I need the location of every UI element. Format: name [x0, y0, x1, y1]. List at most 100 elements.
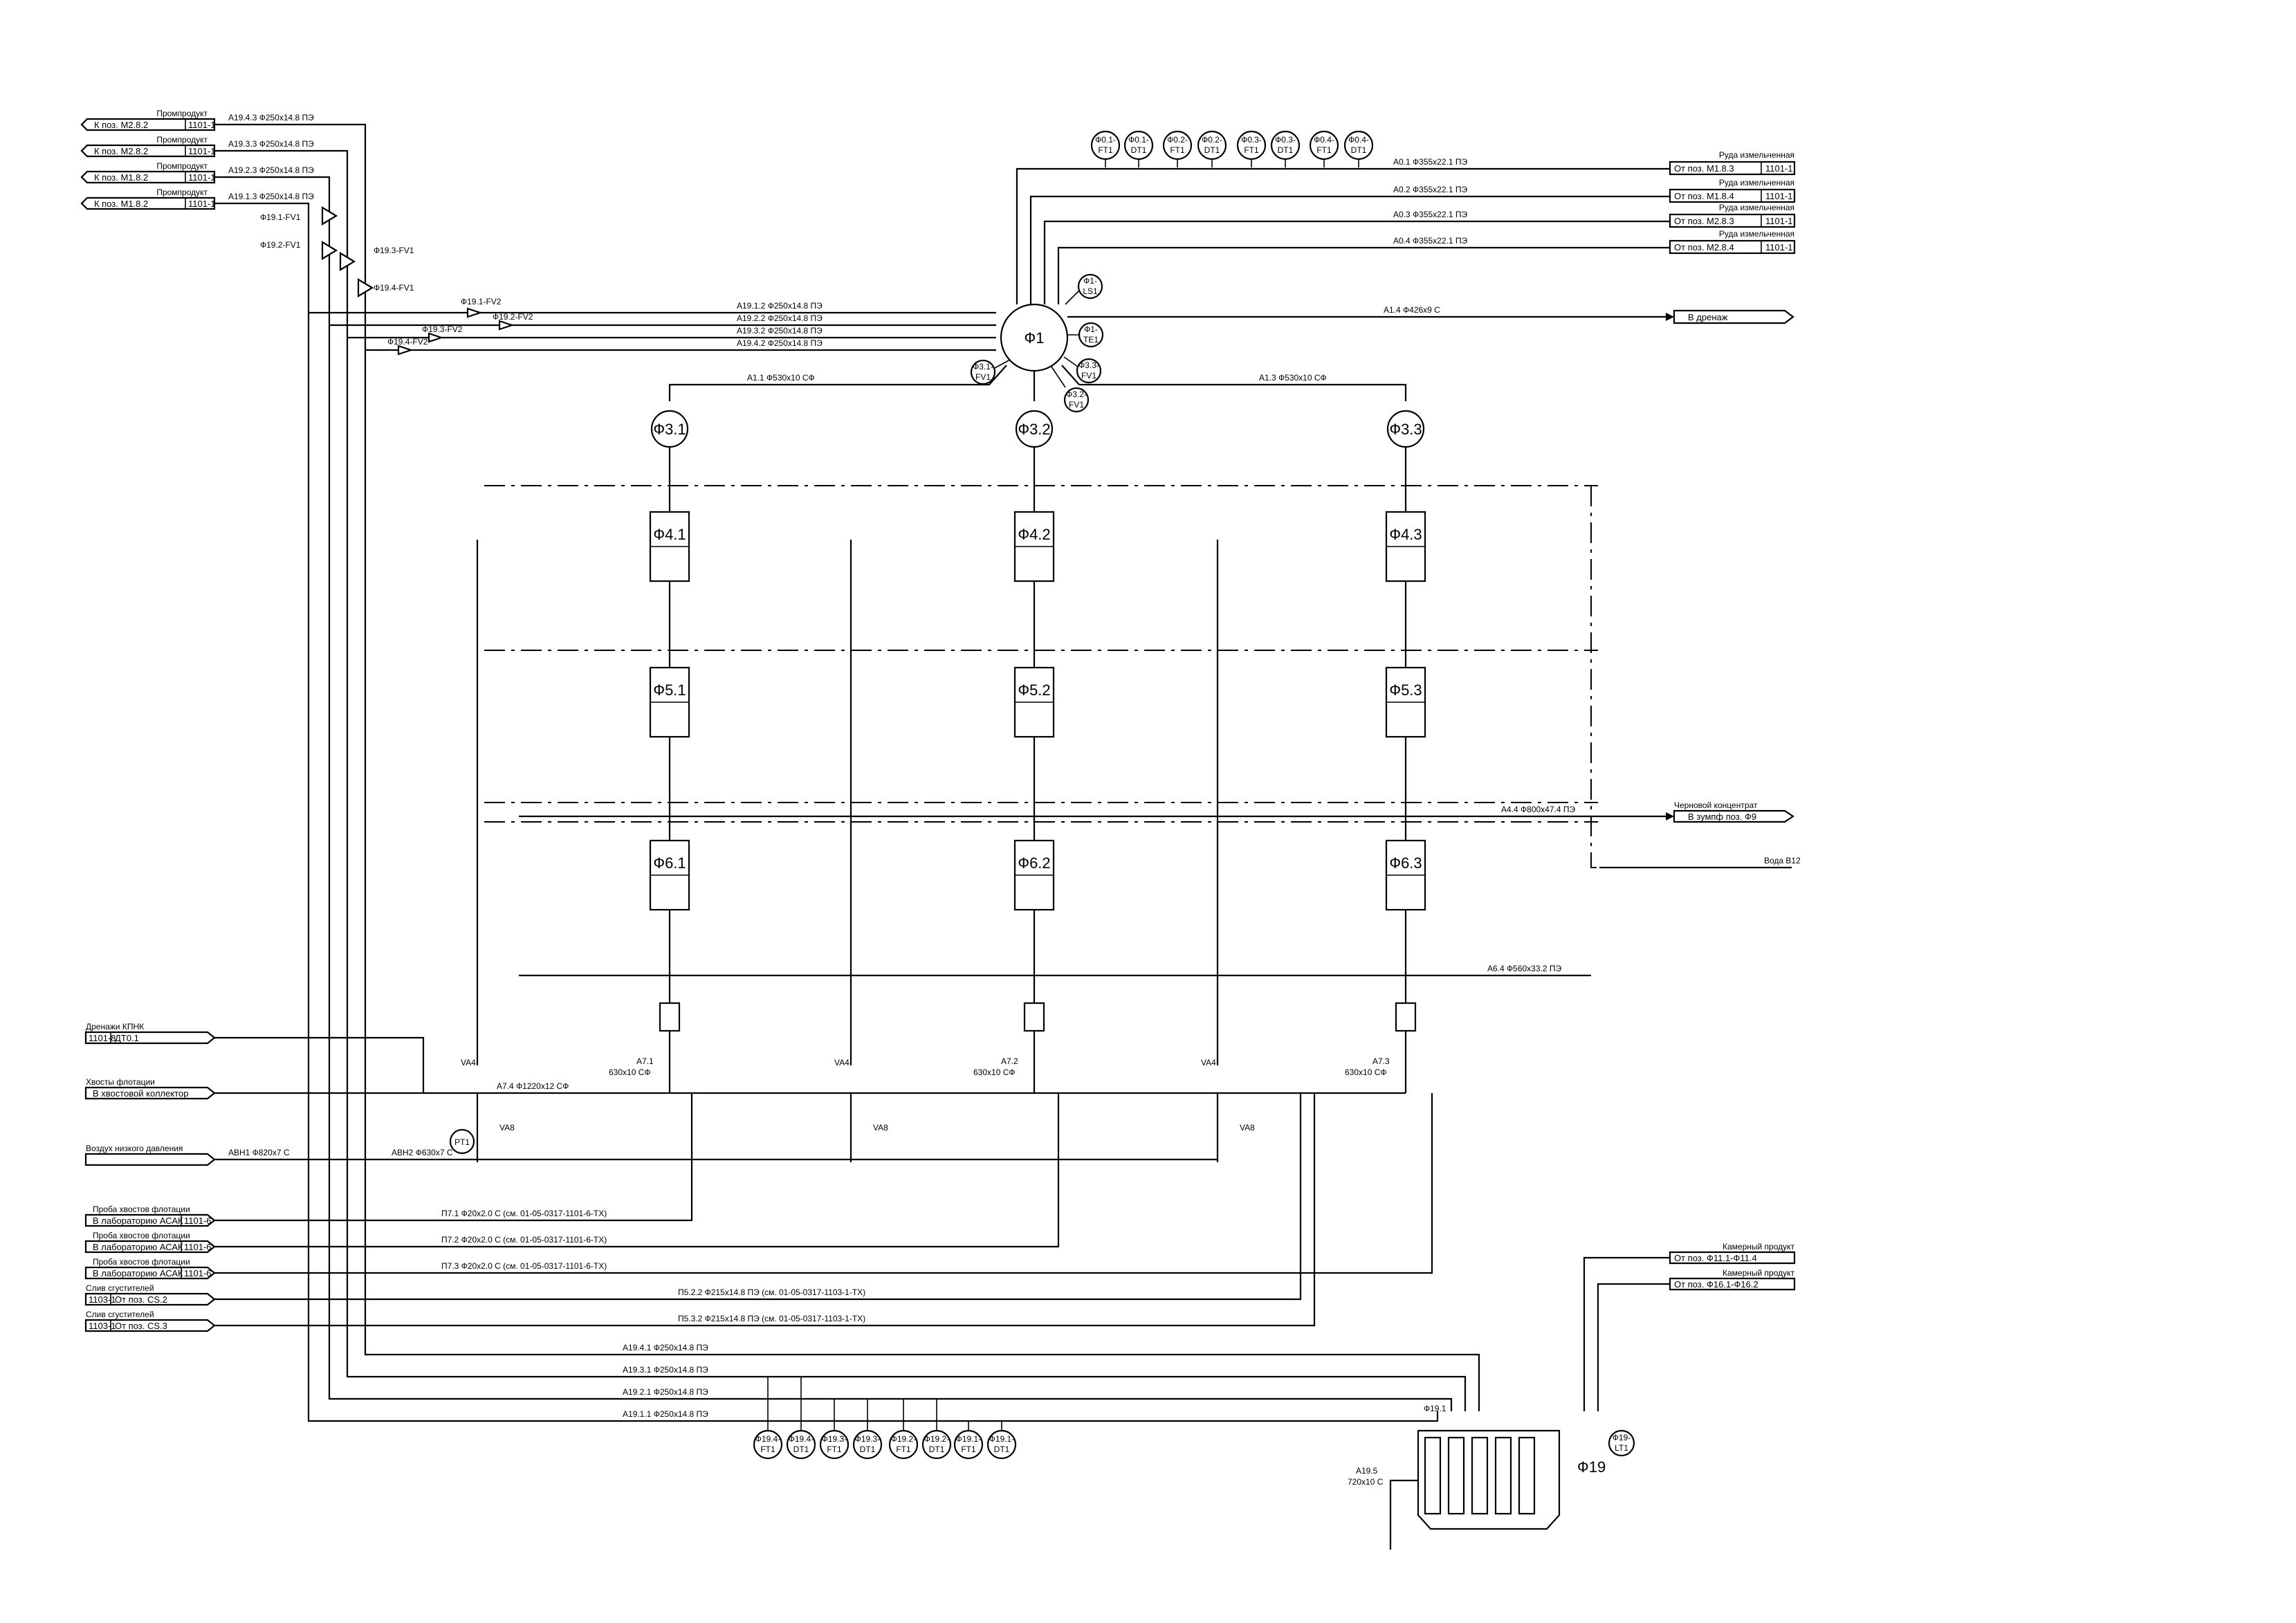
water-label: Вода В12 [1764, 856, 1801, 865]
pipe-label-a44: А4.4 Ф800х47.4 ПЭ [1501, 805, 1575, 814]
flow-arrow [1666, 812, 1674, 820]
sample-pipe [214, 1093, 1433, 1274]
valve-label: Ф19.1-FV2 [461, 297, 502, 306]
concentrate-connector [1673, 809, 1794, 823]
bottom-instrument: Ф19.1- DT1 [986, 1421, 1017, 1460]
connector-source: От поз. М1.8.4 [1674, 191, 1734, 201]
cell-column-3: Ф4.3 Ф5.3 Ф6.3 А7.3 630х10 СФ [1345, 491, 1426, 1093]
instrument-tag: Ф0.1- [1128, 135, 1149, 145]
sample-connector: Проба хвостов флотации В лабораторию АСА… [84, 1093, 693, 1227]
pipe-size-a72: 630х10 СФ [973, 1067, 1016, 1077]
instrument-tag: Ф0.3- [1241, 135, 1262, 145]
left-vertical-headers: А19.4.3 Ф250х14.8 ПЭ А19.3.3 Ф250х14.8 П… [214, 113, 1480, 1422]
valve-label: Ф19.4-FV1 [374, 283, 414, 293]
overflow-connector: Слив сгустителей 1103-1 От поз. CS.2 П5.… [84, 1093, 1302, 1306]
top-instrument: Ф0.4- FT1 [1309, 130, 1339, 167]
instrument-tag: Ф19.3- [822, 1434, 847, 1444]
instrument-bubble [986, 1429, 1017, 1460]
level-transmitter [1608, 1429, 1635, 1457]
left-fv-valves: Ф19.1-FV1 Ф19.2-FV1 Ф19.3-FV1 Ф19.4-FV1 [260, 206, 414, 297]
instrument-leader [994, 359, 1011, 369]
chamber-pipe [1597, 1283, 1670, 1411]
ore-connector: Руда измельченная От поз. М2.8.4 1101-1 [1669, 229, 1796, 255]
sump-box [659, 1002, 681, 1032]
pipe-label-a191-3: А19.1.3 Ф250х14.8 ПЭ [228, 192, 314, 201]
instrument-tag: Ф1- [1083, 276, 1097, 286]
bottom-instrument: Ф19.1- FT1 [953, 1421, 984, 1460]
tank-compartment [1447, 1436, 1465, 1515]
connector-box [84, 1292, 216, 1306]
tailings-collector: А7.4 Ф1220х12 СФ VA4 VA4 VA4 VA8 VA8 VA8 [208, 540, 1406, 1162]
drain-feed-pipe [214, 1036, 425, 1093]
header-line-191 [214, 202, 1439, 1422]
valve-va8-label: VA8 [873, 1123, 888, 1133]
connector-sheet: 1101-1 [188, 120, 216, 130]
bottom-instrument-row: Ф19.4- FT1 Ф19.4- DT1 Ф19.3- FT1 Ф19.3- … [753, 1377, 1017, 1460]
pipe-label-avn1: АВН1 Ф820х7 С [228, 1148, 290, 1157]
connector-tag: 1103-1 [89, 1321, 116, 1331]
tank-label: Ф19 [1577, 1458, 1606, 1476]
instrument-function: DT1 [1278, 145, 1294, 155]
pipe-label-a194-3: А19.4.3 Ф250х14.8 ПЭ [228, 113, 314, 122]
connector-box [1669, 161, 1796, 176]
connector-title: Проба хвостов флотации [93, 1231, 190, 1240]
air-drops [476, 1093, 1219, 1162]
main-vessel-label: Ф1 [1025, 329, 1045, 347]
pipe-label-a13: А1.3 Ф530х10 СФ [1259, 373, 1327, 383]
instrument-tag: Ф0.1- [1095, 135, 1116, 145]
instrument-tag: Ф0.4- [1348, 135, 1369, 145]
instrument-leader [1063, 356, 1078, 367]
connector-box [84, 1319, 216, 1332]
pipe-label-a02: А0.2 Ф355х22.1 ПЭ [1393, 185, 1467, 194]
connector-sheet: 1101-6 [184, 1242, 212, 1252]
tank-tag: Ф19.1 [1424, 1404, 1447, 1413]
connector-title: Слив сгустителей [86, 1283, 154, 1293]
lower-header: А6.4 Ф560х33.2 ПЭ [519, 964, 1591, 977]
connector-sheet: 1101-1 [1765, 242, 1793, 253]
instrument-function: FT1 [827, 1445, 842, 1454]
cell-label: Ф4.2 [1018, 526, 1050, 543]
connector-title: Слив сгустителей [86, 1310, 154, 1319]
instrument-tag: Ф19.2- [891, 1434, 916, 1444]
instrument-function: FV1 [975, 372, 991, 382]
connector-box [1669, 1277, 1796, 1291]
pipe-size-a71: 630х10 СФ [609, 1067, 651, 1077]
connector-tag: 1101-8 [89, 1033, 116, 1043]
connector-box [1669, 188, 1796, 203]
instrument-bubble [1076, 358, 1102, 384]
instrument-function: DT1 [1131, 145, 1147, 155]
pipe-label-avn2: АВН2 Ф630х7 С [392, 1148, 453, 1157]
connector-dest: В хвостовой коллектор [93, 1088, 188, 1099]
pipe-label-a195: А19.5 [1356, 1466, 1378, 1476]
instrument-tag: Ф19.4- [755, 1434, 780, 1444]
cell-f42: Ф4.2 [1013, 511, 1055, 583]
air-connector: Воздух низкого давления АВН1 Ф820х7 С АВ… [84, 1128, 1218, 1166]
connector-source: От поз. CS.2 [115, 1294, 167, 1305]
instrument-bubble [753, 1429, 783, 1460]
valve-fv1-4 [357, 278, 374, 297]
distributor-f31: Ф3.1 [650, 410, 689, 491]
connector-tag: 1103-1 [89, 1294, 116, 1305]
bottom-instrument: Ф19.2- DT1 [921, 1399, 952, 1460]
connector-dest: К поз. М1.8.2 [94, 172, 148, 183]
instrument-bubble [953, 1429, 984, 1460]
concentrate-header: А4.4 Ф800х47.4 ПЭ Черновой концентрат В … [519, 800, 1794, 823]
top-instrument-row: Ф0.1- FT1 Ф0.1- DT1 Ф0.2- FT1 Ф0.2- DT1 … [1090, 130, 1374, 167]
connector-box [84, 1213, 216, 1227]
instrument-tag: Ф0.4- [1314, 135, 1334, 145]
connector-title: Руда измельченная [1719, 203, 1794, 212]
a19-headers-labels: А19.4.1 Ф250х14.8 ПЭ А19.3.1 Ф250х14.8 П… [623, 1343, 708, 1419]
pipe-label-a03: А0.3 Ф355х22.1 ПЭ [1393, 210, 1467, 219]
tailings-connector: Хвосты флотации В хвостовой коллектор [84, 1077, 216, 1100]
sample-pipe [214, 1093, 1060, 1248]
pipe-label-a193-1: А19.3.1 Ф250х14.8 ПЭ [623, 1365, 708, 1375]
valve-va4-label: VA4 [1201, 1058, 1216, 1067]
cell-label: Ф5.1 [653, 681, 686, 699]
bottom-instrument: Ф19.4- FT1 [753, 1377, 783, 1460]
valve-va4-label: VA4 [461, 1058, 476, 1067]
connector-sheet: 1101-1 [188, 146, 216, 156]
header-line-194 [214, 123, 1480, 1411]
overflow-pipe [214, 1093, 1302, 1301]
